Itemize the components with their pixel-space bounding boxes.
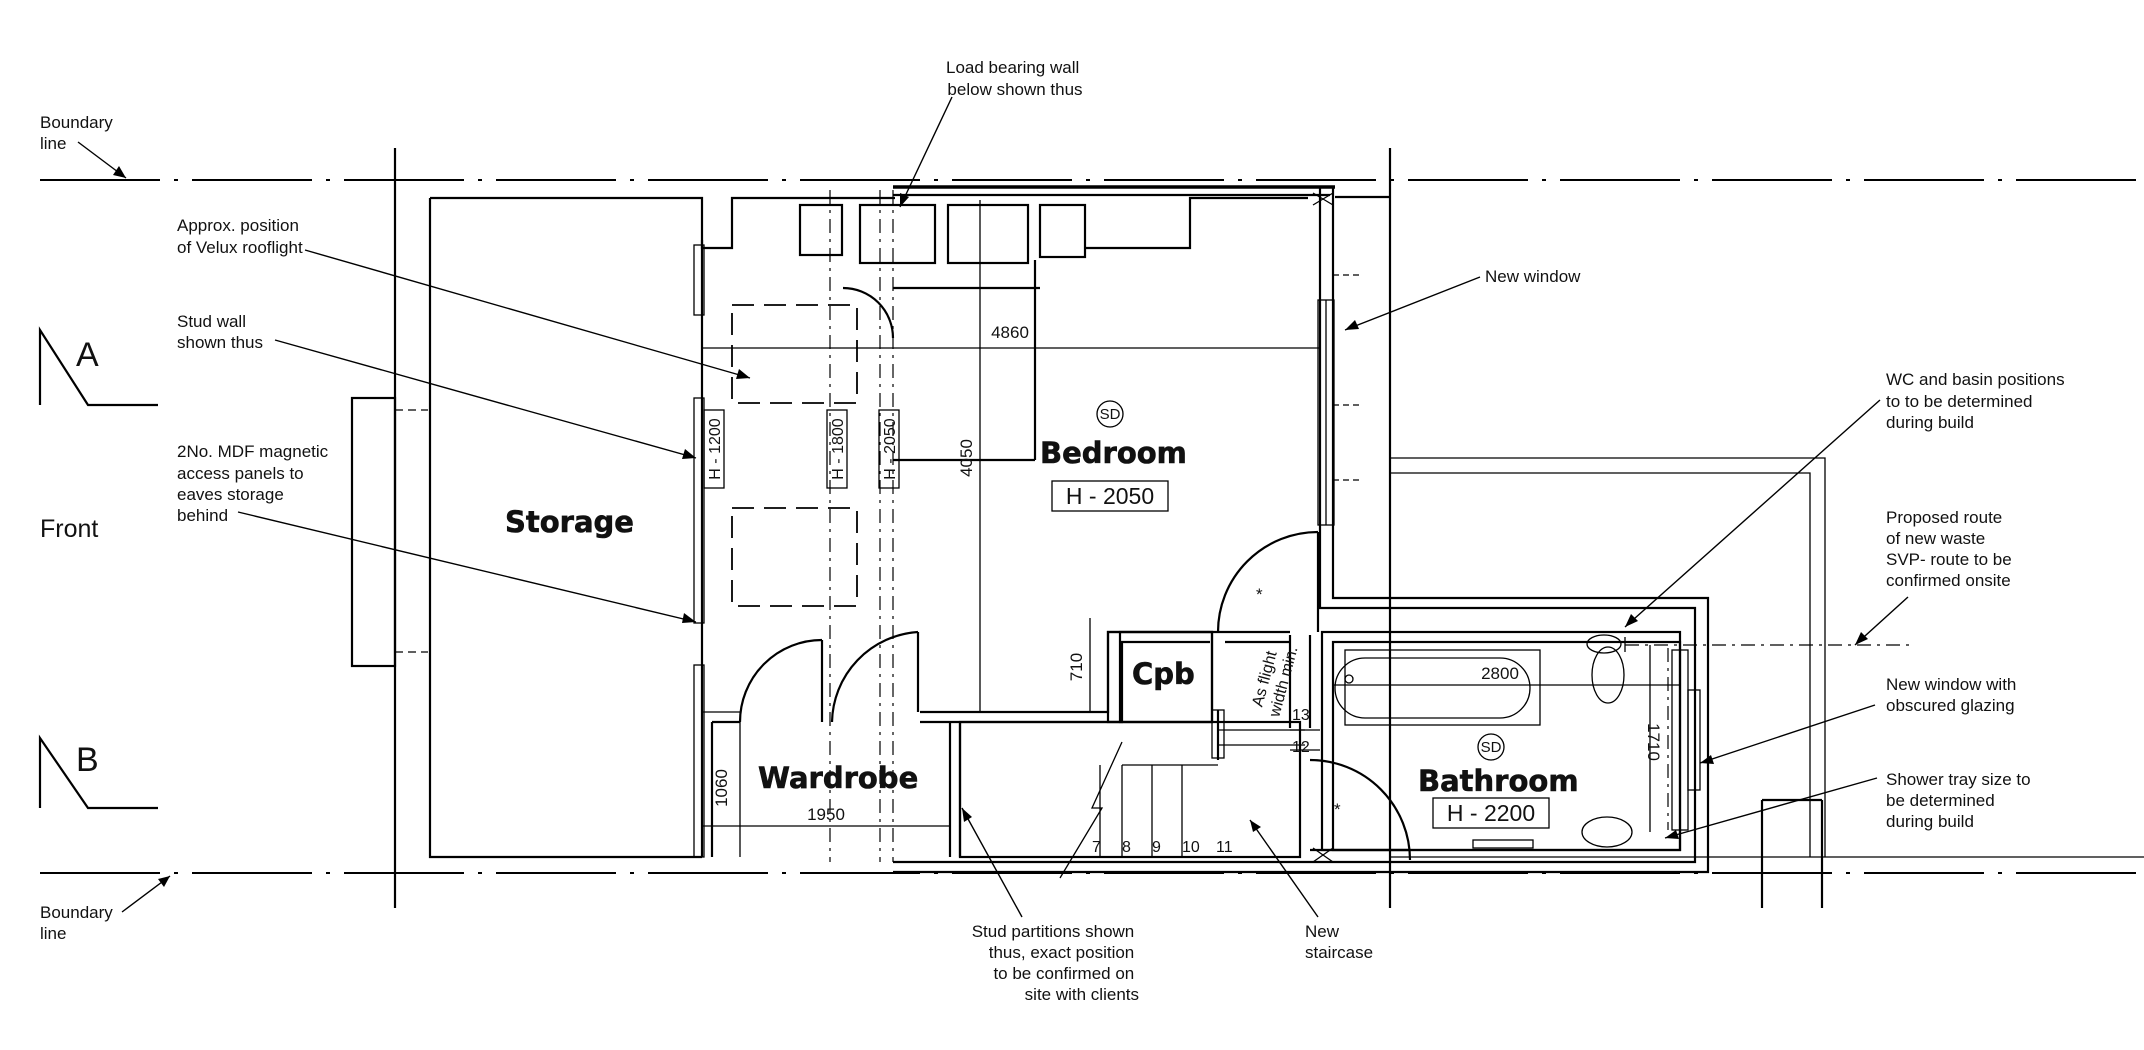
riser-7: 7 bbox=[1092, 839, 1101, 856]
load-bearing-note: Load bearing wall below shown thus bbox=[946, 58, 1084, 99]
height-tag-2050: H - 2050 bbox=[882, 418, 899, 479]
height-tag-1200: H - 1200 bbox=[707, 418, 724, 479]
wardrobe-label: Wardrobe bbox=[758, 761, 918, 795]
bathroom-height-box bbox=[1432, 797, 1550, 829]
boundary-lines bbox=[40, 179, 2144, 874]
riser-10: 10 bbox=[1182, 839, 1200, 856]
boundary-line-note-bottom: Boundary line bbox=[40, 903, 118, 943]
load-bearing-wall bbox=[829, 190, 894, 862]
boundary-line-note-top: Boundary line bbox=[40, 113, 118, 153]
stair-cupboard bbox=[1106, 630, 1214, 724]
bathroom-smoke-detector-icon bbox=[1477, 733, 1505, 761]
section-b-label: B bbox=[76, 741, 99, 779]
wardrobe-walls bbox=[700, 260, 1040, 857]
bedroom-height-box bbox=[1051, 480, 1169, 512]
dimension-710: 710 bbox=[1067, 653, 1086, 681]
bedroom-height: H - 2050 bbox=[1066, 483, 1154, 509]
dimension-1710: 1710 bbox=[1644, 723, 1663, 761]
riser-9: 9 bbox=[1152, 839, 1161, 856]
dimension-lines bbox=[702, 200, 1680, 857]
new-window-note: New window bbox=[1485, 267, 1581, 286]
bathroom-smoke-detector-label: SD bbox=[1481, 739, 1502, 756]
cupboard-label: Cpb bbox=[1132, 657, 1195, 691]
staircase-note: New staircase bbox=[1305, 922, 1373, 962]
storage-stud-wall bbox=[693, 240, 740, 858]
dimension-2800: 2800 bbox=[1481, 664, 1519, 683]
outer-walls bbox=[428, 185, 2144, 874]
front-label: Front bbox=[40, 515, 98, 543]
mdf-panels-note: 2No. MDF magnetic access panels to eaves… bbox=[177, 442, 333, 525]
height-tag-1800: H - 1800 bbox=[830, 418, 847, 479]
dimension-4860: 4860 bbox=[991, 323, 1029, 342]
velux-note: Approx. position of Velux rooflight bbox=[177, 216, 304, 257]
section-markers bbox=[38, 326, 158, 810]
bedroom-window bbox=[1312, 192, 1360, 526]
bathroom-height: H - 2200 bbox=[1447, 800, 1535, 826]
door-mark-bathroom: * bbox=[1334, 800, 1341, 819]
dimension-4050: 4050 bbox=[957, 439, 976, 477]
door-mark-bedroom: * bbox=[1256, 585, 1263, 604]
riser-13: 13 bbox=[1292, 707, 1310, 724]
velux-rooflights bbox=[731, 304, 858, 607]
leader-lines bbox=[77, 96, 1909, 918]
storage-label: Storage bbox=[505, 505, 634, 539]
riser-11: 11 bbox=[1216, 839, 1233, 856]
obscured-window-note: New window with obscured glazing bbox=[1886, 675, 2021, 715]
riser-8: 8 bbox=[1122, 839, 1131, 856]
dimension-1950: 1950 bbox=[807, 805, 845, 824]
shower-tray-note: Shower tray size to be determined during… bbox=[1886, 770, 2035, 831]
wc-basin-note: WC and basin positions to to be determin… bbox=[1886, 370, 2069, 432]
dimension-1060: 1060 bbox=[712, 769, 731, 807]
stud-height-tags: H - 1200 H - 1800 H - 2050 bbox=[703, 409, 900, 489]
bathroom-label: Bathroom bbox=[1418, 764, 1579, 798]
front-bay bbox=[350, 396, 428, 668]
svp-route-note: Proposed route of new waste SVP- route t… bbox=[1886, 508, 2016, 590]
riser-12: 12 bbox=[1292, 739, 1310, 756]
bedroom-smoke-detector-icon bbox=[1096, 400, 1124, 428]
section-a-label: A bbox=[76, 336, 99, 374]
bedroom-label: Bedroom bbox=[1040, 436, 1187, 470]
stud-partitions-note: Stud partitions shown thus, exact positi… bbox=[972, 922, 1139, 1004]
stud-wall-note: Stud wall shown thus bbox=[177, 312, 263, 352]
bedroom-smoke-detector-label: SD bbox=[1100, 406, 1121, 423]
bathroom bbox=[1320, 630, 1910, 852]
